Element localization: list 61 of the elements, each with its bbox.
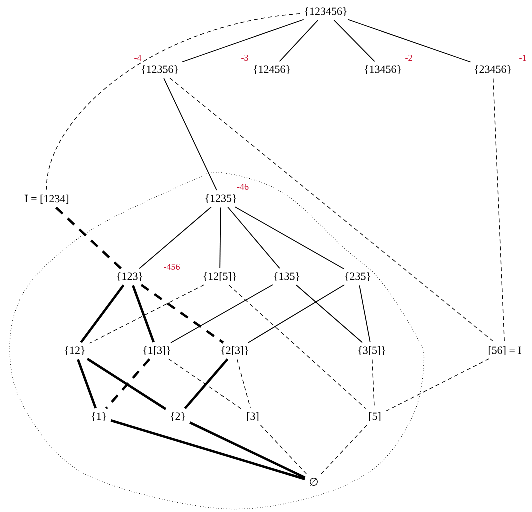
dashed-line [46,14,300,190]
dotted-boundary [10,172,425,510]
thick-line [132,285,155,343]
set-label: {13456} [364,65,402,75]
line [279,20,319,62]
set-label: {12} [65,346,85,356]
line [220,207,222,269]
set-label: {12456} [254,65,290,75]
dashed-line [168,358,243,410]
dashed-line [260,425,308,475]
thick-line [77,359,97,409]
set-label: {3[5]} [358,346,386,356]
set-label: [3] [247,412,259,422]
line [248,284,346,344]
dashed-line [237,359,251,409]
line [359,285,371,343]
dashed-line [228,284,366,410]
line [182,19,304,63]
dashed-line [89,284,205,344]
line [139,206,212,270]
set-label: ∅ [310,478,318,486]
line [234,206,344,270]
set-label: {12356} [142,65,178,75]
set-label: Ī = [1234] [24,194,69,204]
rank-number: -3 [242,54,248,62]
line [334,20,376,62]
set-label: {123} [117,272,143,282]
rank-number: -2 [406,55,412,61]
rank-number: -456 [164,264,180,270]
set-label: {2[3]} [222,346,248,356]
set-label: {123456} [305,7,347,17]
set-label: {1[3]} [144,346,170,356]
dashed-line [105,358,151,410]
dashed-line [320,425,368,475]
line [228,206,280,270]
dashed-line [55,206,122,270]
thick-line [110,420,306,480]
dashed-line [385,358,490,412]
dashed-line [170,78,496,344]
thick-line [190,422,306,479]
dashed-line [493,78,505,343]
set-label: {12[5]} [204,272,236,282]
thick-line [86,358,167,410]
line [170,284,274,344]
dashed-line [140,284,224,344]
set-label: {2} [170,412,186,422]
line [296,284,363,344]
rank-number: -4 [134,55,142,61]
set-label: {135} [274,272,300,282]
set-label: {1235} [206,194,236,204]
line [348,19,472,63]
thick-line [80,284,125,344]
set-label: {235} [345,272,371,282]
rank-number: -1 [520,55,526,61]
set-label: {23456} [474,65,512,75]
set-label: {1} [92,412,106,422]
line [164,78,218,191]
thick-line [184,358,229,410]
set-label: [5] [369,412,381,422]
rank-number: -46 [237,184,249,190]
set-label: [56] = I [488,346,522,356]
